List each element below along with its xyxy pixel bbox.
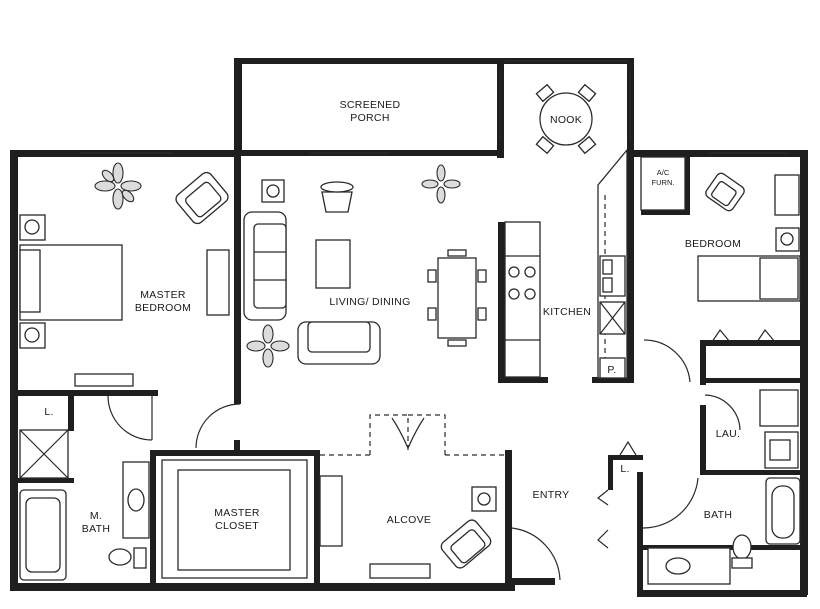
windows bbox=[80, 60, 790, 154]
plant-icon bbox=[94, 162, 142, 210]
room-labels: SCREENED PORCH NOOK MASTER BEDROOM LIVIN… bbox=[44, 99, 741, 535]
plant-icon bbox=[246, 324, 290, 368]
screened-porch-label-line2: PORCH bbox=[350, 112, 389, 124]
linen-closet-label-entry: L. bbox=[620, 463, 629, 475]
master-bath-label-line2: BATH bbox=[82, 523, 110, 535]
laundry-label: LAU. bbox=[716, 428, 741, 440]
furniture bbox=[19, 83, 801, 585]
entry-label: ENTRY bbox=[533, 489, 570, 501]
pantry-label: P. bbox=[607, 364, 616, 376]
ac-furn-label-line2: FURN. bbox=[652, 178, 675, 187]
walls bbox=[10, 58, 808, 597]
plant-icon bbox=[421, 164, 461, 204]
master-bedroom-label-line2: BEDROOM bbox=[135, 302, 191, 314]
bedroom-label: BEDROOM bbox=[685, 238, 741, 250]
master-bedroom-label-line1: MASTER bbox=[140, 289, 186, 301]
kitchen-label: KITCHEN bbox=[543, 306, 591, 318]
master-bath-label-line1: M. bbox=[90, 510, 102, 522]
living-dining-label: LIVING/ DINING bbox=[329, 296, 410, 308]
linen-closet-label-master: L. bbox=[44, 406, 53, 418]
screened-porch-label-line1: SCREENED bbox=[340, 99, 401, 111]
master-closet-label-line1: MASTER bbox=[214, 507, 260, 519]
bath-label: BATH bbox=[704, 509, 732, 521]
ac-furn-label-line1: A/C bbox=[657, 168, 670, 177]
alcove-label: ALCOVE bbox=[387, 514, 431, 526]
nook-label: NOOK bbox=[550, 114, 582, 126]
doors bbox=[107, 328, 776, 581]
master-closet-label-line2: CLOSET bbox=[215, 520, 259, 532]
